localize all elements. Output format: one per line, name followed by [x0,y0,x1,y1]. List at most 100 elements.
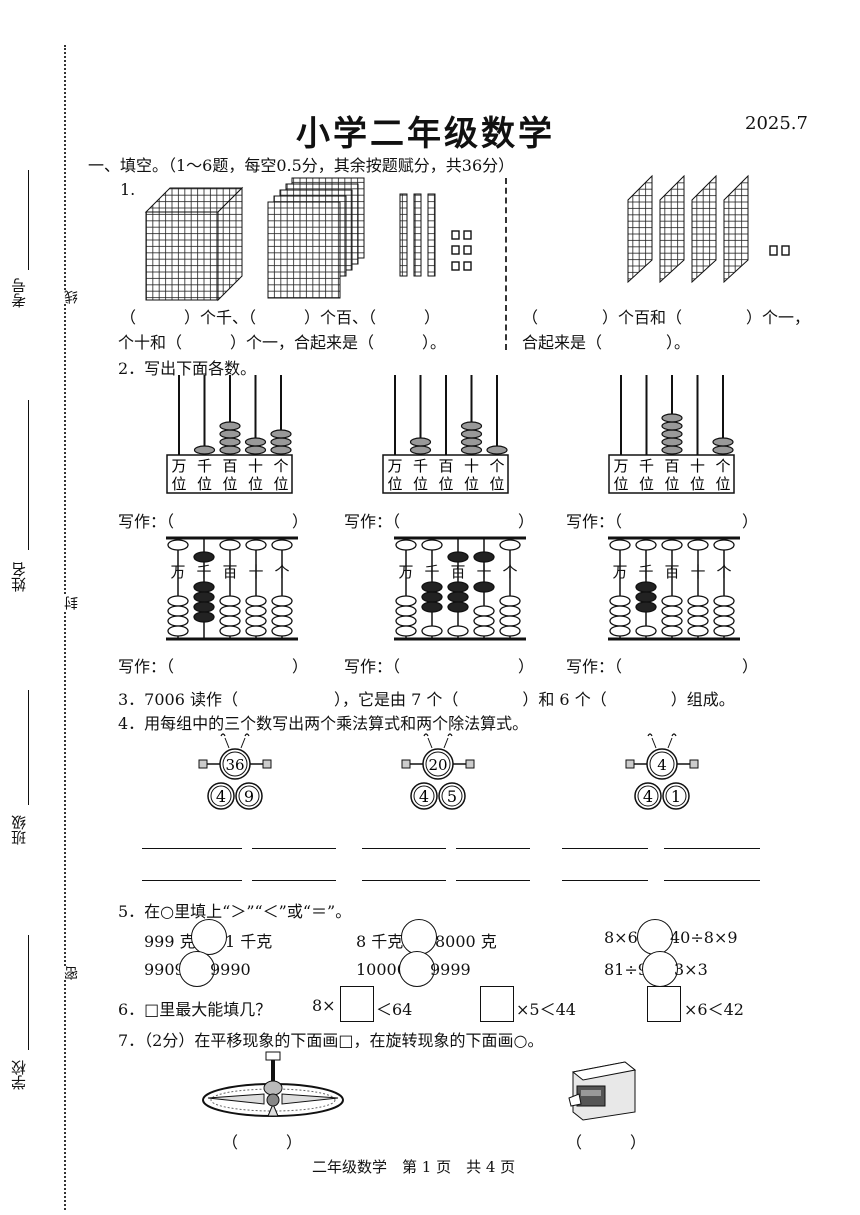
q2-write-5-close: ） [518,657,535,676]
place-name: 千 [196,563,211,581]
lower-bead [473,625,495,637]
lower-bead [271,605,293,617]
binding-char-xian: 线 [62,290,82,304]
place-suffix: 位 [639,475,654,493]
upper-bead [271,539,293,551]
place-suffix: 位 [664,475,679,493]
lower-bead [395,595,417,607]
abacus-bead [244,445,267,455]
base-ten-blocks-left [144,177,472,302]
abacus-bead [219,437,241,447]
lower-bead [167,625,189,637]
q6-item1-post: ＜64 [376,1000,413,1019]
abacus-bead [219,421,241,431]
thousand-cube [144,186,244,302]
q4-answer-line[interactable] [252,848,336,849]
place-name: 个 [273,457,288,475]
q4-title: 4．用每组中的三个数写出两个乘法算式和两个除法算式。 [118,714,529,733]
exam-date: 2025.7 [745,113,808,134]
q4-answer-line[interactable] [362,880,446,881]
abacus-bead [460,429,483,439]
q5-answer-circle[interactable] [191,919,227,955]
school-line[interactable] [28,935,29,1050]
abacus-bead [460,421,483,431]
lower-bead [219,615,241,627]
q6-item2-post: ×5＜44 [516,1000,576,1019]
lower-bead [167,615,189,627]
q5-answer-circle[interactable] [637,919,673,955]
place-name: 十 [248,457,263,475]
lower-bead [219,605,241,617]
q2-write-2-label: 写作：（ [344,512,401,531]
q5-answer-circle[interactable] [401,919,437,955]
base-ten-blocks-right [627,174,790,284]
unit-cubes [451,230,472,271]
place-name: 万 [612,563,627,581]
q1-left-line2: 个十和（ ）个一，合起来是（ ）。 [118,333,447,352]
lower-bead [499,605,521,617]
hundred-flats [267,177,365,299]
q5-answer-circle[interactable] [179,951,215,987]
name-label: 姓名 [10,562,28,592]
place-suffix: 位 [248,475,263,493]
q6-answer-box[interactable] [340,986,374,1022]
lower-bead [661,625,683,637]
class-line[interactable] [28,690,29,805]
binding-char-mi: 密 [62,966,82,980]
q7-blank-2[interactable]: （ ） [566,1133,647,1152]
q4-answer-line[interactable] [562,848,648,849]
lower-bead [661,615,683,627]
abacus-bead [270,437,292,447]
abacus-bead [712,437,734,447]
lower-bead [421,625,443,637]
place-name: 百 [664,457,679,475]
place-name: 十 [476,563,491,581]
counter-abacus-1: 万位千位百位十位个位 [166,375,294,495]
q6-answer-box[interactable] [647,986,681,1022]
upper-bead [635,539,657,551]
place-name: 万 [387,457,402,475]
q2-write-2-close: ） [518,512,535,531]
q6-answer-box[interactable] [480,986,514,1022]
q5-answer-circle[interactable] [399,951,435,987]
exam-number-line[interactable] [28,170,29,270]
q5-r1c3-left: 8×6 [604,928,638,947]
q5-answer-circle[interactable] [642,951,678,987]
unit-cubes [769,245,790,256]
q4-answer-line[interactable] [562,880,648,881]
q4-answer-line[interactable] [456,880,530,881]
lower-bead [245,595,267,607]
name-line[interactable] [28,400,29,550]
place-suffix: 位 [489,475,504,493]
robot-top-number: 4 [657,756,667,774]
lower-bead [635,625,657,637]
lower-bead [687,595,709,607]
q5-title: 5．在○里填上“＞”“＜”或“＝”。 [118,902,352,921]
q4-answer-line[interactable] [664,880,760,881]
robot-left-number: 4 [419,787,429,806]
lower-bead [421,591,443,603]
q7-blank-1[interactable]: （ ） [222,1133,303,1152]
q4-answer-line[interactable] [252,880,336,881]
q4-answer-line[interactable] [456,848,530,849]
q4-answer-line[interactable] [362,848,446,849]
q4-answer-line[interactable] [142,880,242,881]
place-name: 十 [690,563,705,581]
q2-write-5-label: 写作：（ [344,657,401,676]
q5-r1c2-right: 8000 克 [435,932,497,951]
abacus-bead [270,429,292,439]
lower-bead [499,595,521,607]
place-suffix: 位 [438,475,453,493]
lower-bead [421,581,443,593]
abacus-bead [712,445,734,455]
lower-bead [245,615,267,627]
abacus-bead [661,437,683,447]
place-suffix: 位 [690,475,705,493]
place-name: 百 [450,563,465,581]
q4-answer-line[interactable] [142,848,242,849]
q4-answer-line[interactable] [664,848,760,849]
lower-bead [473,605,495,617]
